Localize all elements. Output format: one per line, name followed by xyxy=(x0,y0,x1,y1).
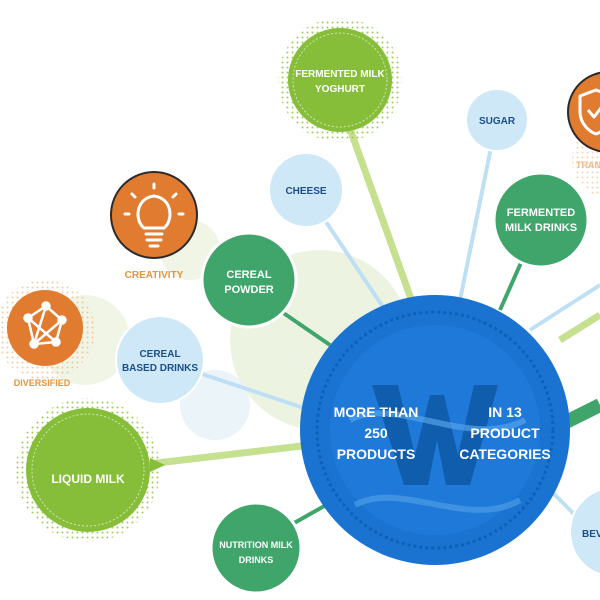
cereal-based-drinks-line2: BASED DRINKS xyxy=(122,363,198,374)
creativity-label: CREATIVITY xyxy=(125,270,184,281)
node-beverage-partial: BEV xyxy=(569,488,600,576)
hub-left-line2: 250 xyxy=(364,425,388,441)
hub-left-line1: MORE THAN xyxy=(334,404,419,420)
fermented-milk-drinks-line2: MILK DRINKS xyxy=(505,222,577,234)
node-cheese: CHEESE xyxy=(268,152,344,228)
node-nutrition-milk-drinks: NUTRITION MILK DRINKS xyxy=(209,501,303,595)
fermented-milk-drinks-line1: FERMENTED xyxy=(507,207,576,219)
beverage-partial-label: BEV xyxy=(582,529,600,540)
node-liquid-milk: LIQUID MILK xyxy=(16,398,165,542)
cereal-powder-line2: POWDER xyxy=(224,284,274,296)
hub-right-line3: CATEGORIES xyxy=(459,446,551,462)
nutrition-milk-drinks-line1: NUTRITION MILK xyxy=(219,540,293,550)
cheese-label: CHEESE xyxy=(285,186,326,197)
shield-check-icon xyxy=(578,88,600,136)
liquid-milk-label: LIQUID MILK xyxy=(51,472,125,486)
fermented-milk-yoghurt-line2: YOGHURT xyxy=(315,84,365,95)
node-cereal-powder: CEREAL POWDER xyxy=(200,231,298,329)
cereal-based-drinks-line1: CEREAL xyxy=(139,349,180,360)
network-icon xyxy=(23,301,67,349)
hub-left-line3: PRODUCTS xyxy=(337,446,416,462)
hub-right-line2: PRODUCT xyxy=(470,425,540,441)
hub-node: MORE THAN 250 PRODUCTS IN 13 PRODUCT CAT… xyxy=(300,295,570,565)
sugar-label: SUGAR xyxy=(479,116,516,127)
lightbulb-icon xyxy=(123,182,185,248)
trans-partial-label: TRANS xyxy=(576,160,600,170)
value-trans-partial: TRANS xyxy=(567,71,600,197)
fermented-milk-yoghurt-line1: FERMENTED MILK xyxy=(295,69,385,80)
node-sugar: SUGAR xyxy=(465,88,529,152)
value-creativity: CREATIVITY xyxy=(110,171,198,281)
nutrition-milk-drinks-line2: DRINKS xyxy=(239,555,274,565)
value-diversified: DIVERSIFIED xyxy=(0,280,95,388)
node-cereal-based-drinks: CEREAL BASED DRINKS xyxy=(115,315,205,405)
node-fermented-milk-drinks: FERMENTED MILK DRINKS xyxy=(492,171,590,269)
node-fermented-milk-yoghurt: FERMENTED MILK YOGHURT xyxy=(278,18,402,142)
hub-right-line1: IN 13 xyxy=(488,404,522,420)
logo-mark xyxy=(348,385,527,513)
diversified-label: DIVERSIFIED xyxy=(14,378,71,388)
cereal-powder-line1: CEREAL xyxy=(226,269,272,281)
